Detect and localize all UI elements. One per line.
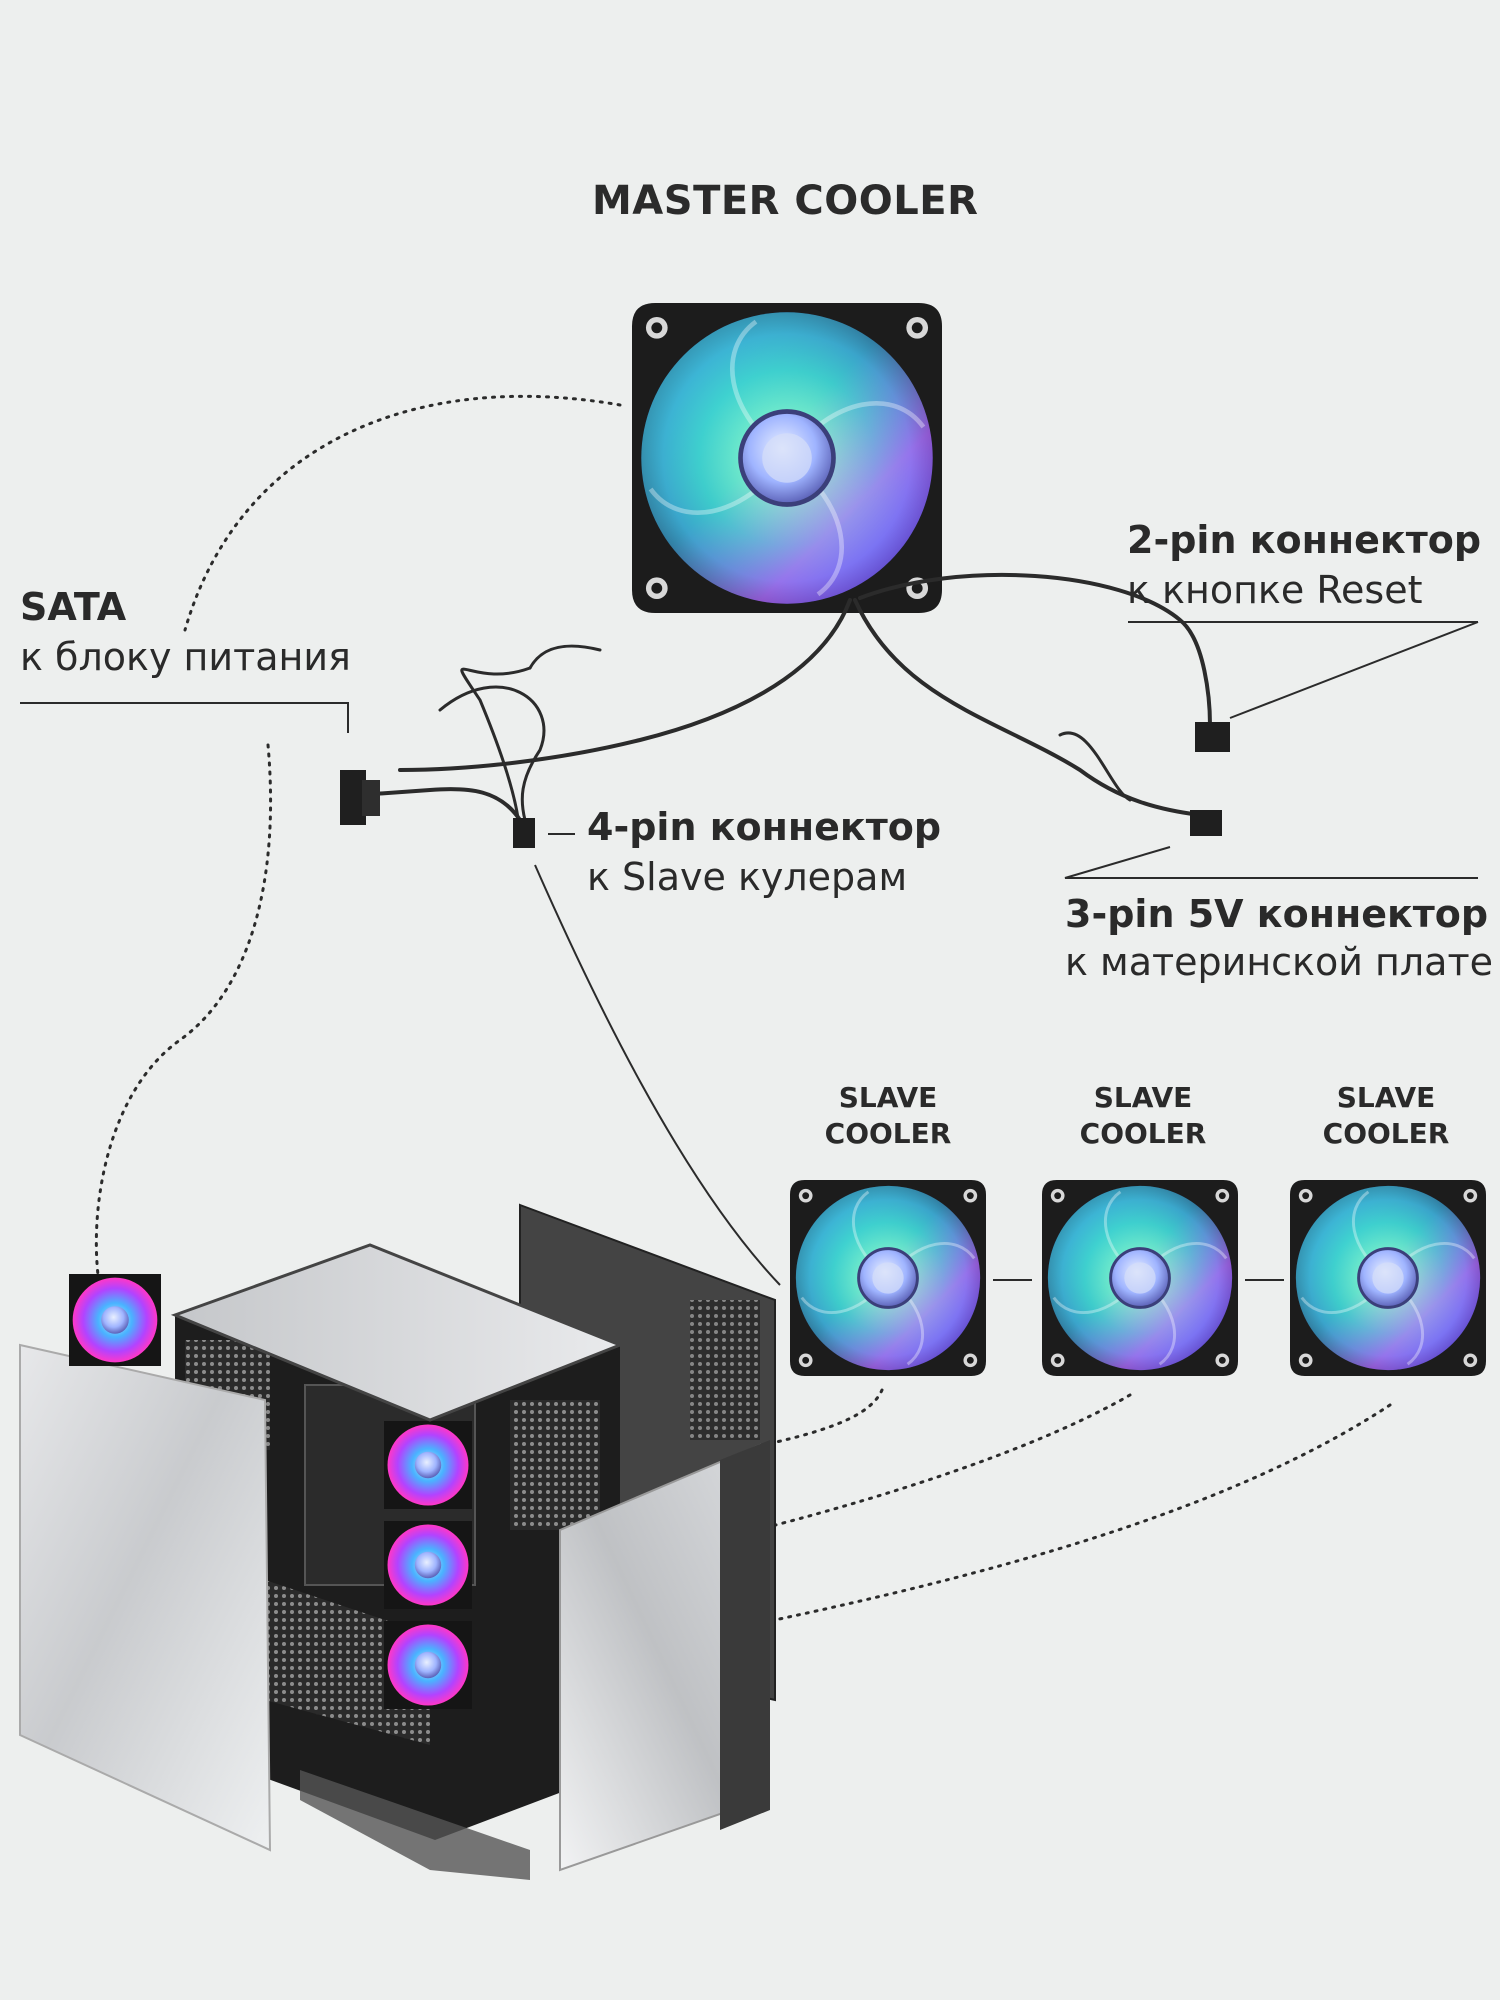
slave-cooler-label-2: SLAVE COOLER — [1048, 1080, 1238, 1152]
pin2-title: 2-pin коннектор — [1127, 518, 1482, 562]
slave-cooler-1-line2: COOLER — [824, 1117, 952, 1150]
slave-cooler-2-line1: SLAVE — [1093, 1081, 1193, 1114]
sata-desc: к блоку питания — [20, 635, 351, 679]
master-cooler-fan — [632, 303, 942, 613]
slave-cooler-fan-3 — [1288, 1178, 1488, 1378]
slave-cooler-label-3: SLAVE COOLER — [1291, 1080, 1481, 1152]
pin3-title: 3-pin 5V коннектор — [1065, 892, 1489, 936]
slave-cooler-label-1: SLAVE COOLER — [793, 1080, 983, 1152]
slave-cooler-1-line1: SLAVE — [838, 1081, 938, 1114]
pin4-title: 4-pin коннектор — [587, 805, 942, 849]
slave-cooler-fan-2 — [1040, 1178, 1240, 1378]
slave-cooler-fan-1 — [788, 1178, 988, 1378]
slave-cooler-3-line2: COOLER — [1322, 1117, 1450, 1150]
case-top-fan — [69, 1274, 161, 1366]
sata-title: SATA — [20, 585, 127, 629]
4pin-connector — [513, 818, 535, 848]
slave-cooler-2-line2: COOLER — [1079, 1117, 1207, 1150]
pin3-desc: к материнской плате — [1065, 940, 1493, 984]
3pin-connector — [1190, 810, 1222, 836]
2pin-connector — [1195, 722, 1230, 752]
master-cooler-title: MASTER COOLER — [592, 178, 979, 224]
leader-lines — [20, 621, 1479, 1286]
pin2-desc: к кнопке Reset — [1127, 568, 1423, 612]
pc-case — [19, 1203, 776, 1880]
slave-cooler-3-line1: SLAVE — [1336, 1081, 1436, 1114]
pin4-desc: к Slave кулерам — [587, 855, 908, 899]
sata-connector — [340, 770, 380, 825]
cable-harness — [358, 572, 1212, 842]
